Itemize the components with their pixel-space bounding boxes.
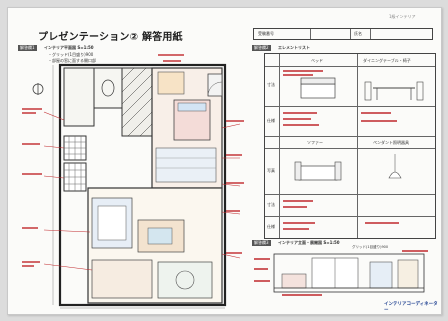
header-fields: 受験番号 氏名 (253, 28, 433, 40)
panel1-badge: 解答欄1 (18, 45, 37, 51)
panel1-note-1: ・グリッド(1目盛り)900 (48, 52, 94, 57)
col-bed: ベッド (311, 58, 323, 63)
row-label-dim: 寸法 (267, 82, 275, 87)
col-sofa: ソファー (307, 140, 323, 145)
panel2-badge: 解答欄2 (252, 45, 271, 51)
element-sketches (283, 70, 424, 230)
panel1-note-2: ・部屋の窓に面する開口部 (48, 58, 96, 63)
row-label-spec-2: 仕様 (267, 224, 275, 229)
page-title: プレゼンテーション② 解答用紙 (38, 32, 183, 43)
col-pendant: ペンダント照明器具 (373, 140, 409, 145)
brand-logo: インテリアコーディネーター (384, 302, 438, 313)
panel3-note: グリッド(1目盛り)900 (352, 245, 389, 249)
floor-plan-drawing (22, 54, 244, 309)
row-label-dim-2: 寸法 (267, 202, 275, 207)
name-label: 氏名 (354, 31, 362, 36)
elevation-drawing (254, 250, 428, 296)
panel3-heading: インテリア立面・展開図 S=1:50 (278, 240, 340, 245)
answer-sheet: プレゼンテーション② 解答用紙 1級インテリア 受験番号 氏名 解答欄1 インテ… (7, 7, 442, 315)
id-label: 受験番号 (258, 31, 274, 36)
row-label-spec: 仕様 (267, 118, 275, 123)
element-list-table: ベッド ダイニングテーブル・椅子 ソファー ペンダント照明器具 寸法 仕様 写真… (264, 53, 436, 239)
row-label-photo: 写真 (267, 168, 275, 173)
panel2-heading: エレメントリスト (278, 45, 310, 50)
col-dining: ダイニングテーブル・椅子 (363, 58, 411, 63)
stamp: 1級インテリア (389, 14, 416, 19)
panel1-heading: インテリア平面図 S=1:50 (44, 45, 94, 50)
panel3-badge: 解答欄3 (252, 240, 271, 246)
